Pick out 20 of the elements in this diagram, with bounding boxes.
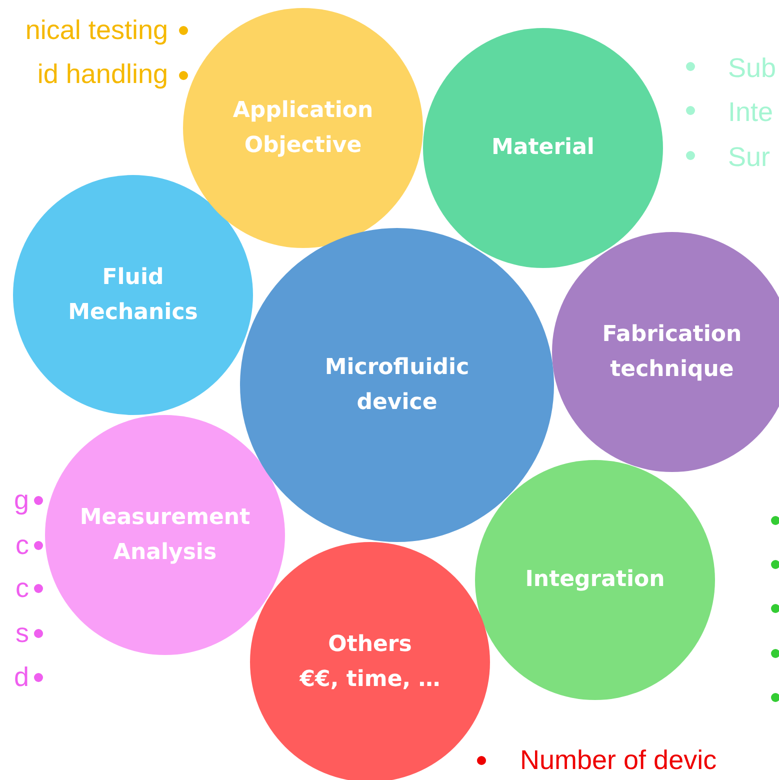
node-label: Measurement Analysis <box>78 504 252 567</box>
node-label: Fabrication technique <box>601 320 743 384</box>
bullet-text: c <box>16 529 29 562</box>
bullet-text: d <box>14 661 29 694</box>
node-label: €€, time, … <box>298 666 442 694</box>
bullet-text: Number of devic <box>520 744 717 777</box>
bullet-text: s <box>16 617 29 650</box>
node-label: Fluid Mechanics <box>67 264 199 327</box>
node-label: Integration <box>524 566 666 594</box>
bullet-text: c <box>16 572 29 605</box>
bullet-text: nical testing <box>25 14 168 47</box>
node-label: Application Objective <box>232 96 374 160</box>
node-label: Microfluidic device <box>324 354 470 417</box>
bullet-text: id handling <box>37 58 168 91</box>
bullet-text: Sub <box>728 52 776 85</box>
bullet-text: g <box>14 484 29 517</box>
bullet-text: Inte <box>728 96 774 129</box>
bullet-text: Sur <box>728 141 770 174</box>
node-label: Material <box>490 134 596 162</box>
node-label: Others <box>327 630 413 659</box>
